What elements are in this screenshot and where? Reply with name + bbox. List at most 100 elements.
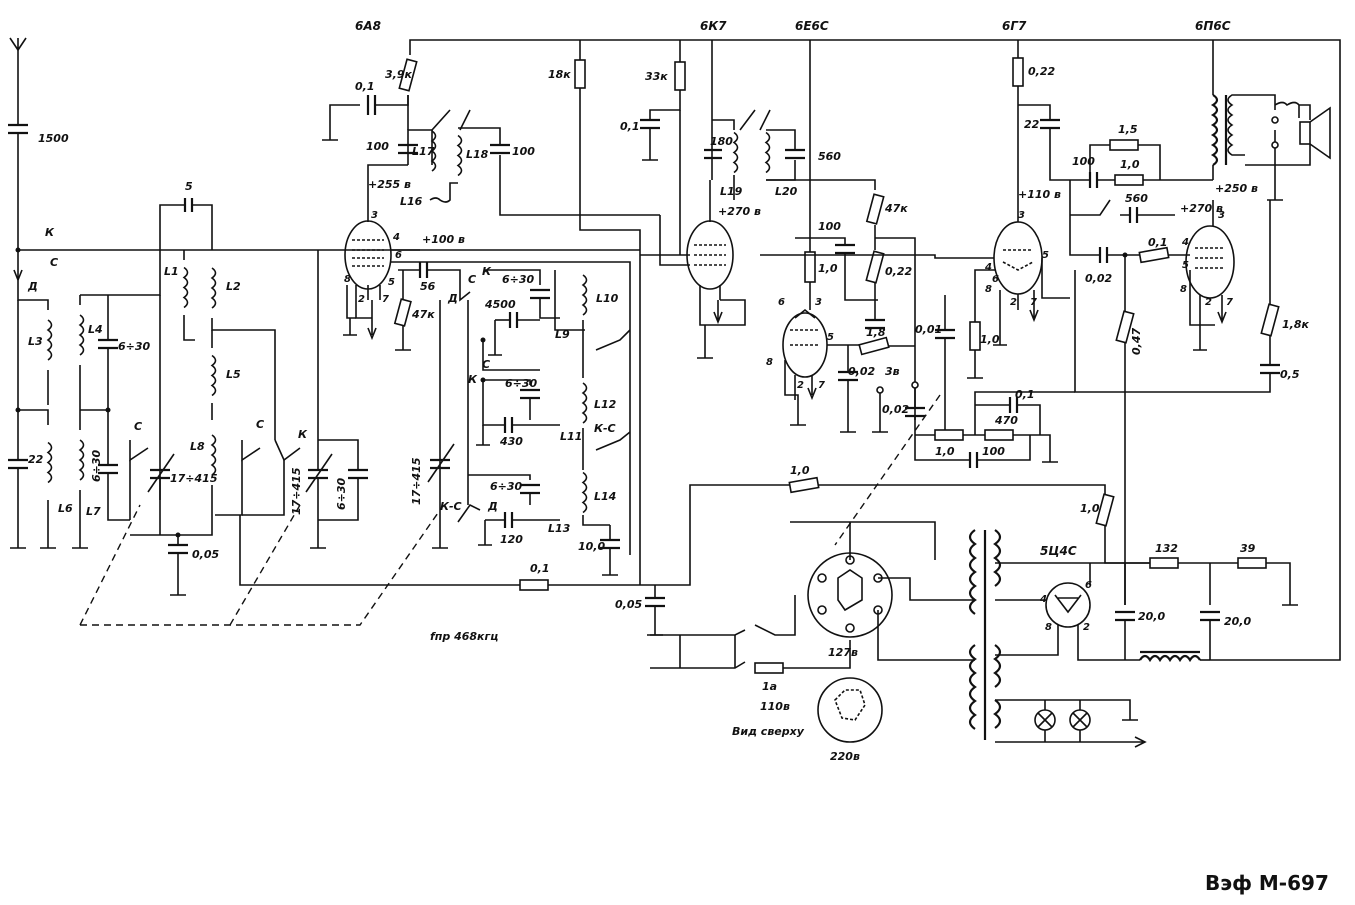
label-r39k: 3,9к (385, 68, 412, 81)
label-l17: L17 (412, 145, 435, 158)
svg-text:2: 2 (1205, 297, 1212, 308)
label-c100-1: 100 (366, 140, 389, 153)
label-sw-s: С (50, 256, 58, 269)
svg-text:8: 8 (344, 274, 351, 285)
label-var-cap-3: 17÷415 (410, 457, 423, 505)
switch-s-2 (241, 440, 261, 462)
coil-l14 (582, 471, 588, 514)
svg-text:5: 5 (388, 277, 395, 288)
label-c22: 22 (28, 453, 44, 466)
resistor-10-0 (969, 321, 981, 351)
label-l16: L16 (400, 195, 423, 208)
label-r10-a: 1,0 (818, 262, 838, 275)
fuse (754, 662, 784, 674)
capacitor-100-6a8 (398, 143, 418, 155)
label-c5: 5 (185, 180, 193, 193)
label-c01-1: 0,1 (355, 80, 375, 93)
label-l9: L9 (555, 328, 570, 341)
svg-text:5: 5 (1182, 260, 1189, 271)
label-v220: 220в (830, 750, 860, 763)
label-c005-1: 0,05 (192, 548, 219, 561)
switch-k-1 (274, 439, 301, 462)
resistor-33k (674, 61, 686, 91)
svg-text:6÷30: 6÷30 (490, 480, 523, 493)
label-r18kb: 1,8к (1282, 318, 1309, 331)
resistor-0-22-b (1012, 57, 1024, 87)
label-r01-osc: 0,1 (530, 562, 550, 575)
label-v270-2: +270 в (1180, 202, 1223, 215)
svg-text:4: 4 (392, 232, 400, 243)
label-l5: L5 (226, 368, 241, 381)
label-c002-c: 0,02 (1085, 272, 1112, 285)
label-trim-l4: 6÷30 (118, 340, 151, 353)
label-ks-2: К-С (440, 500, 462, 513)
power-supply-section: 1,0 1,0 0,05 1а 127в 110в Вид сверху 220… (615, 464, 1298, 763)
label-r47k-2: 47к (884, 202, 908, 215)
coil-l3 (46, 318, 53, 362)
label-var-cap-2: 17÷415 (290, 467, 303, 515)
label-trim-3: 6÷30 (335, 477, 348, 510)
tube-6g7 (993, 221, 1043, 295)
label-c05: 0,5 (1280, 368, 1300, 381)
tube-6p6s (1185, 225, 1235, 299)
resistor-1-5 (1109, 139, 1139, 151)
svg-text:3: 3 (815, 297, 822, 308)
page-title: Вэф М-697 (1205, 871, 1329, 895)
label-l19: L19 (720, 185, 743, 198)
label-c560-2: 560 (1125, 192, 1148, 205)
label-r10-0: 1,0 (980, 333, 1000, 346)
label-r047: 0,47 (1130, 328, 1143, 355)
label-l11: L11 (560, 430, 582, 443)
svg-text:8: 8 (985, 284, 992, 295)
label-c002-a: 0,02 (848, 365, 875, 378)
svg-text:6: 6 (778, 297, 785, 308)
svg-text:5: 5 (827, 332, 834, 343)
switch-ks-2 (457, 503, 481, 523)
coil-l1 (182, 266, 189, 309)
tube-6a8-label: 6А8 (355, 19, 381, 33)
svg-text:Д: Д (447, 292, 458, 305)
resistor-132 (1149, 557, 1179, 569)
svg-text:6÷30: 6÷30 (502, 273, 535, 286)
label-v110: +110 в (1018, 188, 1061, 201)
voltage-selector-top-view (817, 677, 883, 743)
svg-text:7: 7 (818, 380, 825, 391)
tube-6k7-section: 6К7 33к 0,1 L19 180 +270 в L20 560 (620, 19, 841, 359)
label-sw-d: Д (27, 280, 38, 293)
svg-text:6: 6 (1085, 580, 1092, 591)
svg-text:4: 4 (1181, 237, 1189, 248)
svg-text:2: 2 (797, 380, 804, 391)
svg-text:6: 6 (992, 274, 999, 285)
tube-6g7-section: 6Г7 0,22 +110 в 22 3 4 5 6 8 2 7 1,0 0,0… (760, 19, 1075, 546)
label-c005-2: 0,05 (615, 598, 642, 611)
label-r10-b: 1,0 (935, 445, 955, 458)
label-trim-l7: 6÷30 (90, 449, 103, 482)
tube-6e6s-label: 6Е6С (795, 19, 829, 33)
coil-l6 (46, 441, 53, 484)
label-v250: +250 в (1215, 182, 1258, 195)
label-v255: +255 в (368, 178, 411, 191)
oscillator-section: К С Д 17÷415 6÷30 4500 L9 L10 С К 6÷30 4… (398, 40, 655, 591)
coil-l8 (210, 433, 217, 477)
label-c01-2: 0,1 (620, 120, 640, 133)
label-r15: 1,5 (1118, 123, 1138, 136)
label-r022-a: 0,22 (885, 265, 912, 278)
tube-5c4s-label: 5Ц4С (1040, 544, 1077, 558)
svg-text:4: 4 (984, 262, 992, 273)
tube-6k7-label: 6К7 (700, 19, 727, 33)
resistor-470 (984, 429, 1014, 441)
label-c100-2: 100 (512, 145, 535, 158)
svg-text:2: 2 (1010, 297, 1017, 308)
label-l6: L6 (58, 502, 73, 515)
antenna-section: 1500 К С Д L3 22 L6 (8, 37, 640, 549)
resistor-18k (574, 59, 586, 89)
label-var-cap-1: 17÷415 (170, 472, 218, 485)
tube-6g7-label: 6Г7 (1002, 19, 1027, 33)
tube-6p6s-section: 6П6С 100 1,0 1,5 560 +270 в 0,02 0,1 0,4… (1069, 19, 1331, 605)
label-r470: 470 (994, 414, 1018, 427)
coil-l10 (582, 274, 588, 316)
capacitor-22 (8, 458, 28, 470)
label-c002-b: 0,02 (882, 403, 909, 416)
label-switch-s1: С (134, 420, 142, 433)
svg-text:2: 2 (358, 294, 365, 305)
